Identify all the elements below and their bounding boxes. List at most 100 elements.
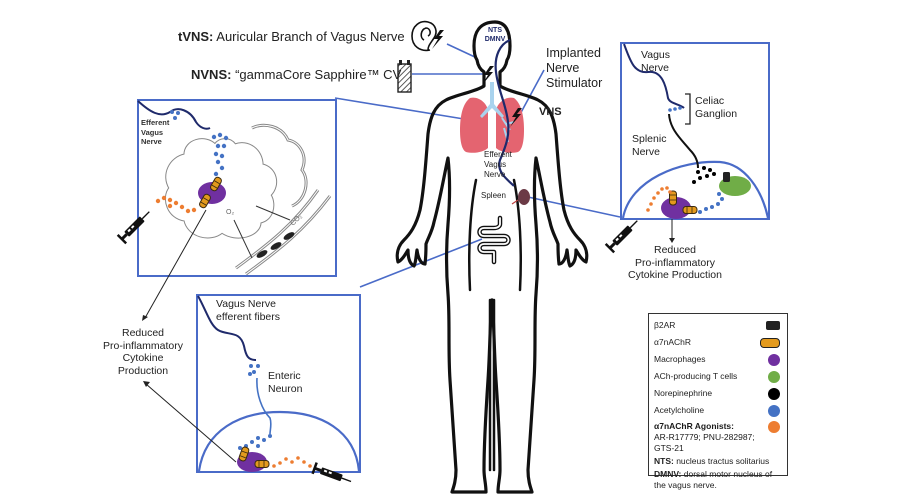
nts-abbr: NTS:: [654, 456, 674, 466]
connector-ear-head: [446, 43, 478, 59]
connector-lung-panel: [334, 97, 471, 121]
legend-dmnv-note: DMNV: dorsal motor nucleus of the vagus …: [654, 469, 782, 491]
dmnv-def: dorsal motor nucleus of the vagus nerve.: [654, 469, 773, 490]
right-lung: [496, 97, 524, 153]
gut-vagus-line-2: efferent fibers: [216, 310, 281, 323]
spleen-vagus-line-2: Nerve: [641, 61, 670, 74]
agonists-title: α7nAChR Agonists:: [654, 421, 734, 431]
red-blood-cells: [256, 232, 295, 258]
efferent-line-1: Efferent: [484, 150, 512, 159]
lung-nerve-line-3: Nerve: [141, 137, 162, 146]
nvns-label: NVNS: “gammaCore Sapphire™ CV: [191, 67, 402, 83]
legend-label: α7nAChR: [654, 337, 692, 347]
lung-alveolus-panel: O₂ CO₂: [137, 99, 337, 319]
gut-panel-vagus-label: Vagus Nerve efferent fibers: [216, 298, 280, 323]
nvns-prefix: NVNS:: [191, 67, 232, 82]
b2ar-receptor-icon: [766, 321, 780, 330]
spleen-panel-vagus-label: Vagus Nerve: [641, 49, 670, 74]
celiac-line-2: Ganglion: [695, 108, 738, 120]
efferent-line-2: Vagus: [484, 160, 507, 169]
legend-item-t-cells: ACh-producing T cells: [654, 368, 782, 385]
spleen-outcome-line-3: Cytokine Production: [628, 269, 722, 281]
trachea: [480, 82, 504, 118]
left-outcome-line-1: Reduced: [121, 327, 165, 339]
vns-label: VNS: [539, 106, 562, 118]
a7nachr-receptor-icon: [682, 206, 698, 214]
nvns-text: “gammaCore Sapphire™ CV: [231, 67, 402, 82]
spleen-outcome-line-2: Pro-inflammatory: [635, 256, 715, 269]
implanted-line-3: Stimulator: [546, 76, 603, 90]
acetylcholine-dots: [238, 434, 272, 450]
left-outcome-line-4: Production: [117, 364, 169, 377]
legend-label: Macrophages: [654, 354, 706, 364]
spleen-label: Spleen: [481, 191, 506, 200]
enteric-neuron-label: Enteric Neuron: [268, 370, 302, 396]
body-efferent-nerve-label: Efferent Vagus Nerve: [484, 150, 512, 180]
agonist-dots: [646, 186, 672, 212]
spleen-panel-vagus: [623, 43, 685, 109]
acetylcholine-dots: [170, 110, 229, 177]
macrophage: [661, 197, 691, 219]
agonists-list: AR-R17779; PNU-282987; GTS-21: [654, 432, 755, 453]
spleen-outcome-arrowhead: [669, 238, 675, 243]
agonist-swatch-icon: [768, 421, 780, 433]
spleen-outcome-label: Reduced Pro-inflammatory Cytokine Produc…: [612, 244, 738, 282]
spleen-panel-arc: [621, 160, 770, 219]
nts-def: nucleus tractus solitarius: [673, 456, 770, 466]
left-outcome-line-2: Pro-inflammatory: [103, 339, 183, 352]
a7nachr-receptor-icon: [254, 460, 270, 468]
norepinephrine-swatch-icon: [768, 388, 780, 400]
lung-outcome-arrow-line: [144, 209, 207, 319]
left-outcome-line-3: Cytokine: [122, 352, 164, 364]
enteric-line-1: Enteric: [268, 370, 301, 382]
co2-arrow: [255, 205, 291, 221]
a7nachr-receptor-icon: [760, 338, 780, 348]
celiac-bracket: [685, 93, 691, 125]
left-outcome-label: Reduced Pro-inflammatory Cytokine Produc…: [88, 327, 198, 377]
connector-implant: [517, 69, 545, 119]
o2-arrow: [233, 219, 253, 259]
enteric-line-2: Neuron: [268, 383, 303, 395]
tvns-prefix: tVNS:: [178, 29, 214, 44]
t-cell-swatch-icon: [768, 371, 780, 383]
celiac-ganglion-label: Celiac Ganglion: [695, 95, 737, 121]
ear-icon: [411, 20, 437, 52]
agonist-dots: [272, 456, 312, 468]
gut-panel-vagus: [197, 295, 257, 361]
nvns-device-icon: [397, 60, 412, 93]
legend-label: Acetylcholine: [654, 405, 705, 415]
tvns-text: Auricular Branch of Vagus Nerve: [213, 29, 405, 44]
macrophage-swatch-icon: [768, 354, 780, 366]
splenic-line-2: Nerve: [632, 146, 661, 158]
left-lung: [460, 97, 488, 153]
lung-nerve-line-1: Efferent: [141, 118, 170, 127]
celiac-line-1: Celiac: [695, 95, 725, 107]
legend-label: ACh-producing T cells: [654, 371, 738, 381]
spleen-panel: [620, 42, 770, 243]
tvns-label: tVNS: Auricular Branch of Vagus Nerve: [178, 29, 405, 45]
connector-spleen-panel: [527, 196, 621, 218]
efferent-line-3: Nerve: [484, 170, 506, 179]
gut-panel: [142, 294, 361, 473]
lung-panel-nerve-label: Efferent Vagus Nerve: [141, 118, 169, 147]
spleen-vessel: [511, 199, 519, 205]
implanted-line-2: Nerve: [546, 61, 580, 75]
norepinephrine-dots: [692, 166, 716, 184]
body-vagus-nerve: [494, 38, 515, 187]
spleen-vagus-line-1: Vagus: [641, 49, 670, 61]
gut-outcome-arrow-line: [145, 383, 237, 463]
legend-nts-note: NTS: nucleus tractus solitarius: [654, 456, 782, 467]
gut-outcome-arrowhead: [143, 381, 150, 387]
agonist-dots: [155, 195, 197, 214]
implanted-stimulator-label: Implanted Nerve Stimulator: [546, 46, 602, 91]
splenic-line-1: Splenic: [632, 133, 667, 145]
legend-item-a7nachr: α7nAChR: [654, 334, 782, 351]
legend-item-macrophages: Macrophages: [654, 351, 782, 368]
dmnv-label: DMNV: [484, 36, 506, 43]
legend-label: β2AR: [654, 320, 676, 330]
enteric-neuron: [256, 377, 272, 435]
lung-outcome-arrowhead: [142, 315, 148, 321]
o2-label: O₂: [226, 209, 234, 216]
acetylcholine-dots: [698, 192, 724, 214]
